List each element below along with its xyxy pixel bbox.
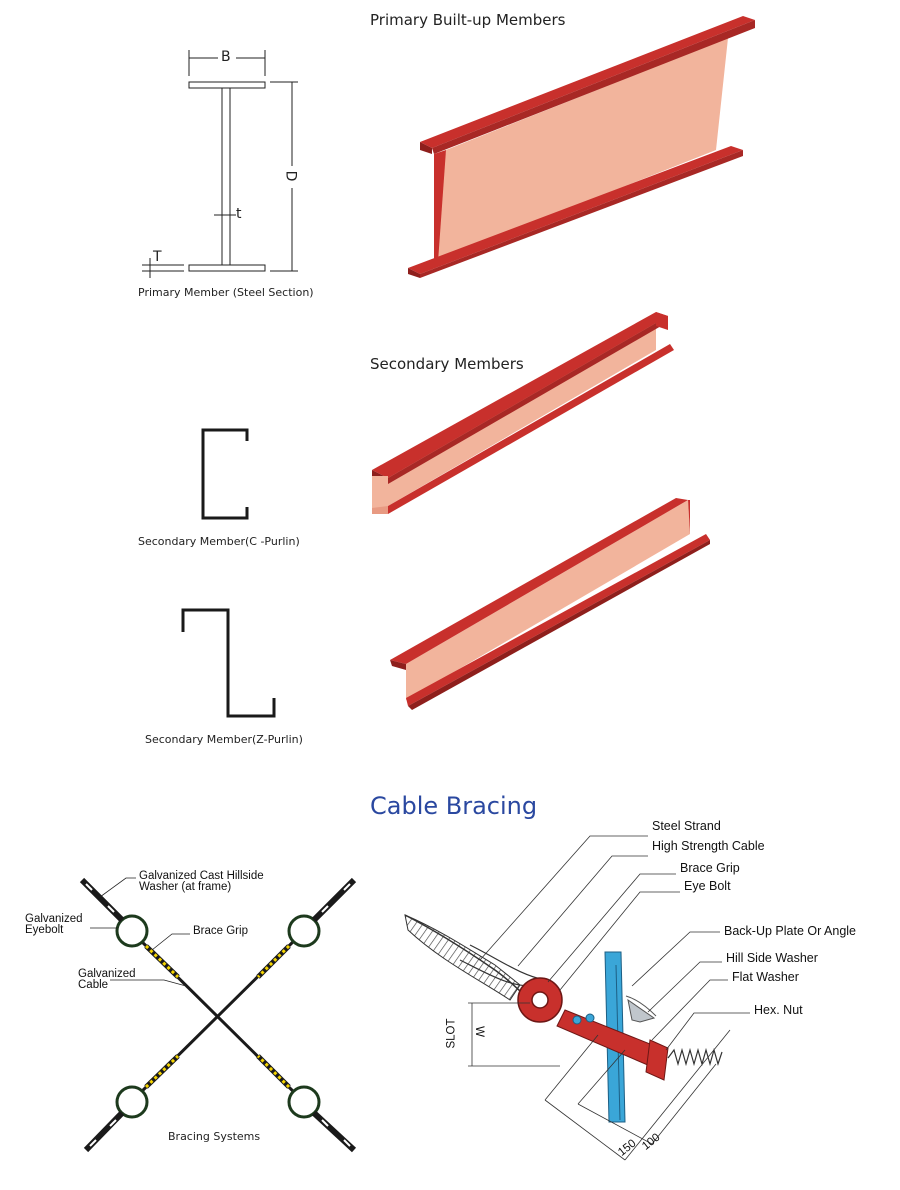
bracing-systems-caption: Bracing Systems — [168, 1130, 261, 1143]
label-hill-side-washer: Hill Side Washer — [726, 951, 818, 965]
label-w: W — [472, 1026, 485, 1037]
label-hillside-washer-2: Washer (at frame) — [139, 881, 232, 893]
i-beam-bottom-flange — [408, 146, 743, 274]
primary-heading: Primary Built-up Members — [370, 11, 566, 29]
bolt-thread — [667, 1047, 723, 1067]
label-brace-grip-system: Brace Grip — [193, 925, 248, 937]
primary-caption: Primary Member (Steel Section) — [138, 286, 314, 299]
z-purlin-drawing — [181, 608, 276, 718]
i-beam-web — [434, 38, 728, 262]
label-eyebolt-2: Eyebolt — [25, 924, 64, 936]
bracing-detail — [404, 835, 750, 1161]
label-hex-nut: Hex. Nut — [754, 1003, 803, 1017]
secondary-heading: Secondary Members — [370, 355, 524, 373]
label-backup-plate: Back-Up Plate Or Angle — [724, 924, 857, 938]
label-high-strength-cable: High Strength Cable — [652, 839, 765, 853]
label-eye-bolt: Eye Bolt — [684, 879, 731, 893]
cable-bracing-title: Cable Bracing — [370, 792, 538, 820]
c-purlin-drawing — [201, 428, 249, 520]
hillside-washer — [627, 998, 656, 1023]
label-cable-1: Galvanized — [78, 968, 136, 980]
label-slot: SLOT — [445, 1018, 458, 1049]
hex-nut — [645, 1039, 669, 1081]
c-purlin-web — [388, 322, 656, 506]
i-beam-top-flange-edge — [420, 142, 432, 154]
eyebolt-ring-br — [287, 1085, 321, 1119]
steel-strand — [404, 914, 521, 1001]
i-beam-3d — [408, 16, 755, 278]
label-flat-washer: Flat Washer — [732, 970, 799, 984]
z-purlin-3d — [390, 498, 710, 710]
z-purlin-caption: Secondary Member(Z-Purlin) — [145, 733, 303, 746]
label-brace-grip-detail: Brace Grip — [680, 861, 740, 875]
label-cable-2: Cable — [78, 979, 109, 991]
z-purlin-web — [406, 500, 690, 700]
c-purlin-3d — [372, 312, 674, 514]
eyebolt-ring-bl — [115, 1085, 149, 1119]
dim-b-label: B — [221, 49, 231, 65]
eyebolt-ring-tr — [287, 914, 321, 948]
bracing-system — [79, 877, 357, 1153]
dim-T-label: T — [153, 249, 162, 265]
dim-d-label: D — [282, 170, 299, 182]
label-steel-strand: Steel Strand — [652, 819, 721, 833]
label-hillside-washer-1: Galvanized Cast Hillside — [139, 870, 264, 882]
eyebolt-ring-tl — [115, 914, 149, 948]
i-beam-top-flange-front — [420, 16, 755, 148]
i-beam-web-edge — [434, 150, 446, 264]
i-section-drawing — [142, 50, 298, 278]
c-purlin-caption: Secondary Member(C -Purlin) — [138, 535, 300, 548]
dim-t-label: t — [236, 206, 242, 222]
label-eyebolt-1: Galvanized — [25, 913, 83, 925]
